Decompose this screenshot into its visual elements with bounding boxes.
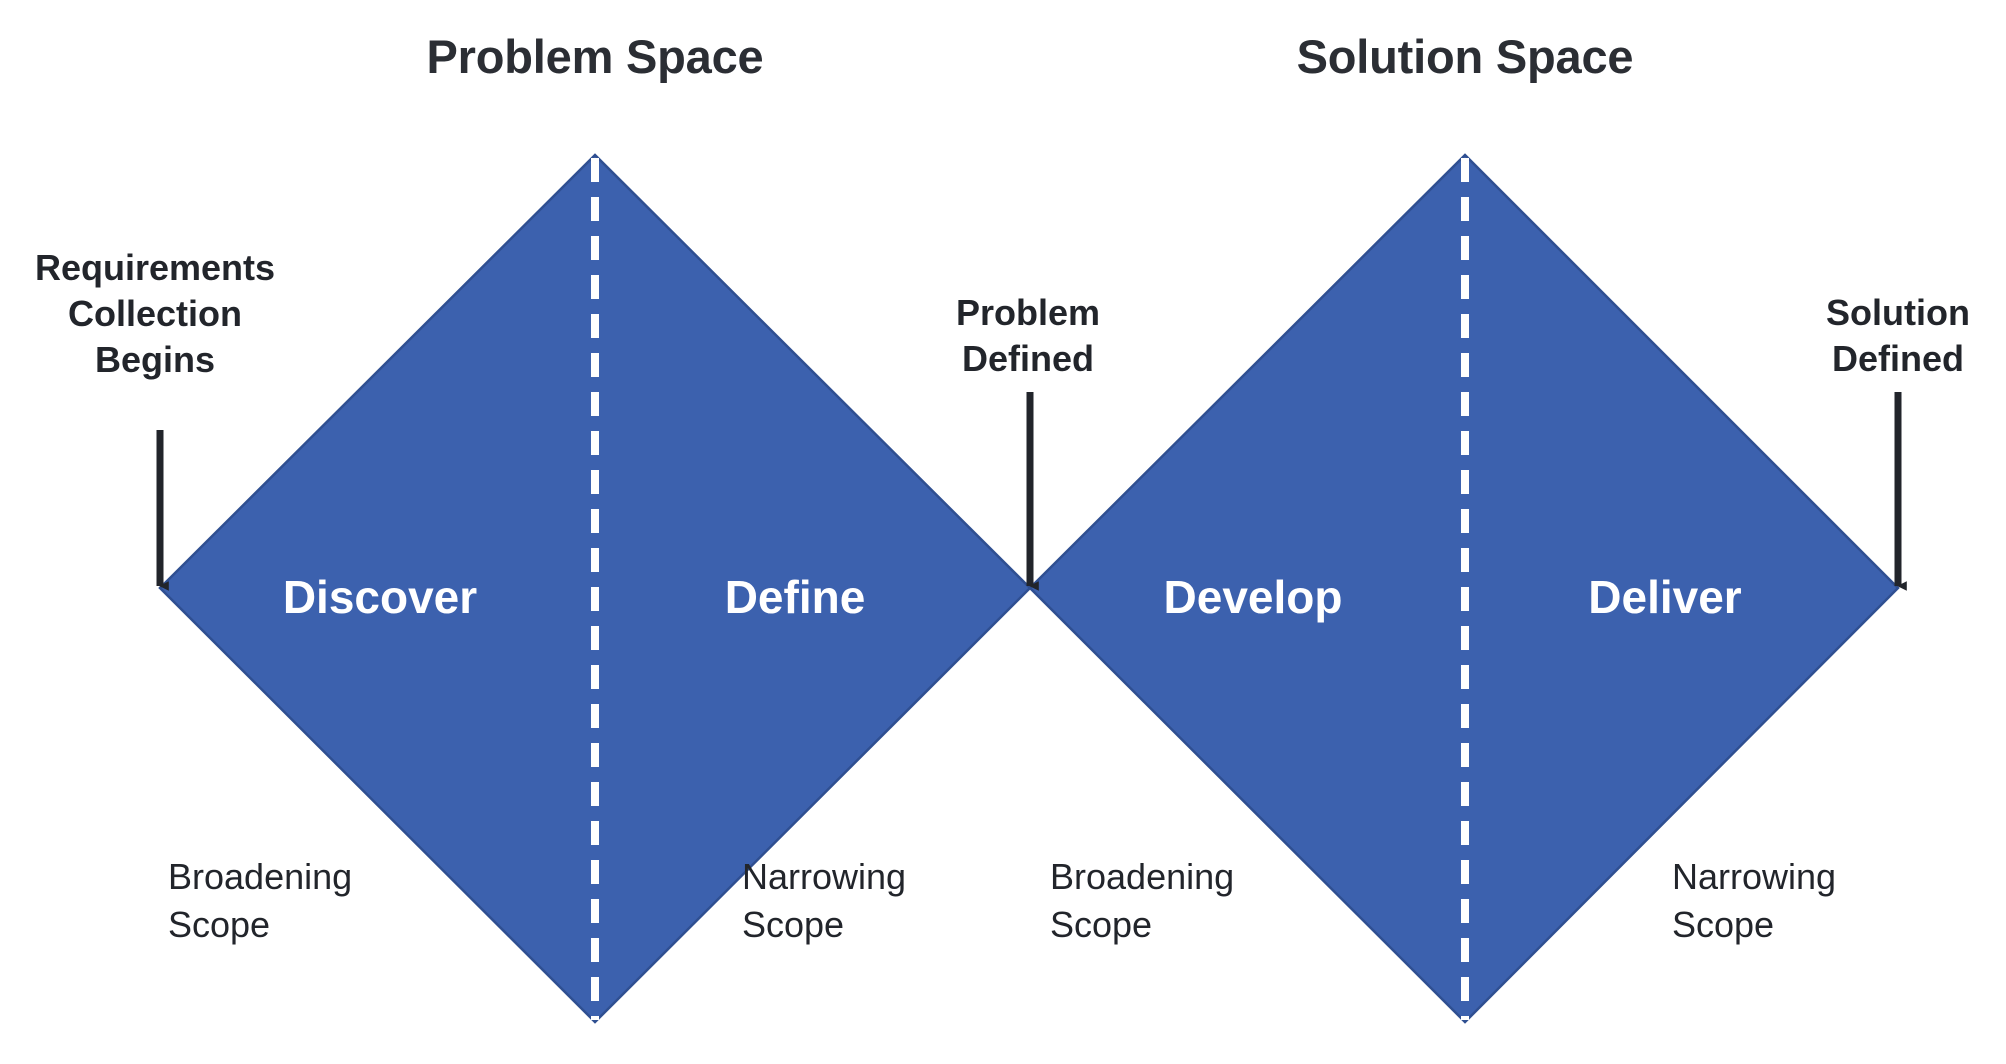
scope-label-deliver-narrowing: Narrowing Scope (1672, 856, 1837, 945)
phase-label-define: Define (724, 571, 866, 623)
page-title-solution-space: Solution Space (1296, 30, 1634, 83)
scope-label-define-narrowing: Narrowing Scope (742, 856, 907, 945)
phase-label-develop: Develop (1163, 571, 1343, 623)
annotation-problem-defined: Problem Defined (955, 292, 1101, 380)
phase-label-discover: Discover (282, 571, 478, 623)
scope-label-develop-broadening: Broadening Scope (1050, 856, 1235, 945)
annotation-solution-defined: Solution Defined (1826, 292, 1970, 380)
scope-label-discover-broadening: Broadening Scope (168, 856, 353, 945)
annotation-requirements-collection-begins: Requirements Collection Begins (34, 247, 276, 381)
phase-label-deliver: Deliver (1588, 571, 1742, 623)
page-title-problem-space: Problem Space (426, 30, 764, 83)
